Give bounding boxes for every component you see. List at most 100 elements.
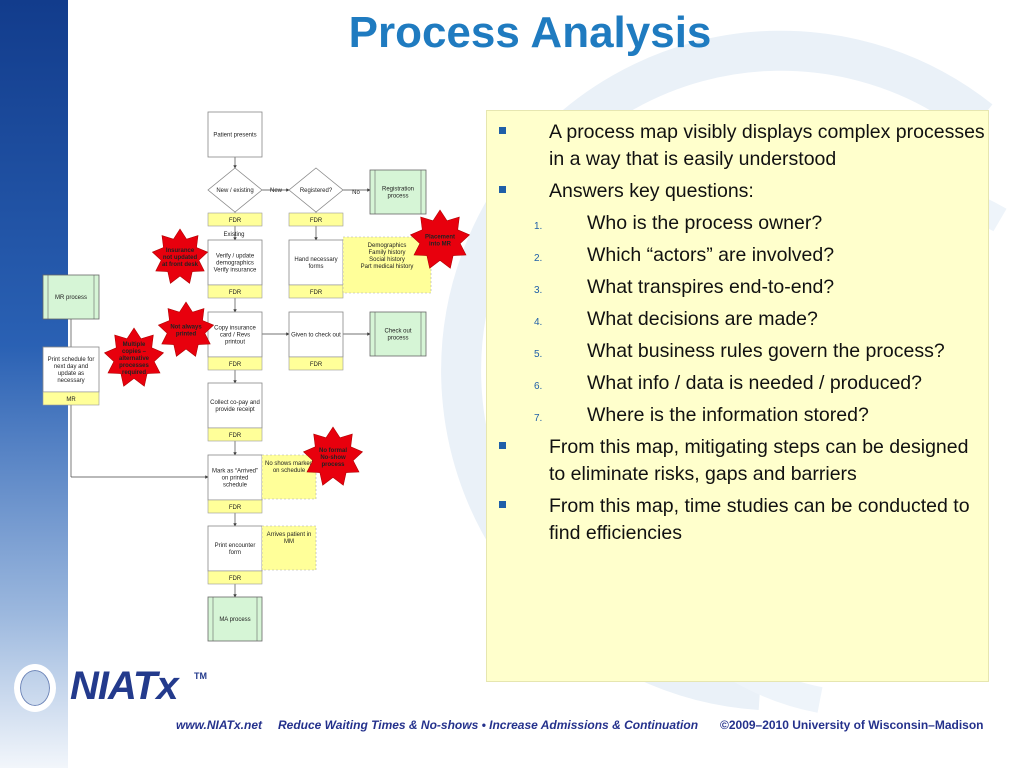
footer-copyright: ©2009–2010 University of Wisconsin–Madis… (720, 718, 984, 732)
key-points-panel: A process map visibly displays complex p… (486, 110, 989, 682)
role-tag (288, 356, 344, 371)
subprocess-box (207, 596, 263, 642)
numbered-item: 7. Where is the information stored? (487, 402, 987, 429)
role-tag-label: FDR (229, 218, 242, 224)
numbered-item: 3. What transpires end-to-end? (487, 274, 987, 301)
bullet-text: What transpires end-to-end? (587, 276, 835, 298)
role-tag-label: FDR (310, 290, 323, 296)
decision-label: Registered? (300, 188, 333, 194)
annotation-note (261, 454, 317, 500)
niatx-logo-ring (14, 664, 56, 712)
role-tag (207, 356, 263, 371)
process-box (42, 346, 100, 393)
subprocess-box (369, 169, 427, 215)
decision-label: New / existing (216, 188, 253, 194)
decision-diamond (207, 167, 263, 213)
bullet-text: From this map, time studies can be condu… (549, 495, 970, 544)
niatx-logo-text: NIATx (70, 664, 179, 708)
role-tag-label: FDR (229, 576, 242, 582)
role-tag-label: FDR (229, 433, 242, 439)
issue-burst (151, 228, 209, 284)
role-tag (207, 427, 263, 442)
decision-diamond (288, 167, 344, 213)
role-tag (207, 284, 263, 299)
process-box (207, 525, 263, 572)
issue-burst (302, 426, 364, 486)
bullet-text: Which “actors” are involved? (587, 244, 835, 266)
annotation-note (261, 525, 317, 571)
bullet-text: Answers key questions: (549, 180, 754, 202)
process-box (207, 382, 263, 429)
connector-label: Existing (223, 232, 244, 238)
numbered-item: 4. What decisions are made? (487, 306, 987, 333)
role-tag-label: FDR (229, 505, 242, 511)
issue-burst (409, 209, 471, 269)
role-tag (207, 212, 263, 227)
numbered-item: 1.Who is the process owner? (487, 210, 987, 237)
bullet-list: A process map visibly displays complex p… (487, 119, 987, 552)
process-box (288, 311, 344, 358)
issue-burst (103, 327, 165, 387)
role-tag (42, 391, 100, 406)
item-number: 5. (534, 349, 543, 360)
subprocess-box (369, 311, 427, 357)
bullet-item: From this map, mitigating steps can be d… (487, 434, 987, 488)
bullet-item: Answers key questions: (487, 178, 987, 205)
bullet-square-icon (499, 186, 506, 193)
process-box-label: Given to check out (291, 333, 341, 339)
bullet-square-icon (499, 501, 506, 508)
item-number: 2. (534, 253, 543, 264)
process-box (207, 239, 263, 286)
bullet-square-icon (499, 127, 506, 134)
bullet-text: A process map visibly displays complex p… (549, 121, 985, 170)
role-tag (207, 570, 263, 585)
role-tag-label: FDR (229, 290, 242, 296)
bullet-item: A process map visibly displays complex p… (487, 119, 987, 173)
item-number: 6. (534, 381, 543, 392)
process-box (207, 311, 263, 358)
role-tag-label: FDR (229, 362, 242, 368)
bullet-text: What business rules govern the process? (587, 340, 945, 362)
bullet-square-icon (499, 442, 506, 449)
item-number: 1. (534, 221, 543, 232)
role-tag (207, 499, 263, 514)
footer-tagline: Reduce Waiting Times & No-shows • Increa… (278, 718, 699, 732)
role-tag-label: FDR (310, 218, 323, 224)
subprocess-box (42, 274, 100, 320)
role-tag-label: FDR (310, 362, 323, 368)
subprocess-box-label: MA process (219, 617, 250, 623)
numbered-item: 5. What business rules govern the process… (487, 338, 987, 365)
process-box-label: Patient presents (213, 133, 256, 139)
connector-label: No (352, 190, 360, 196)
process-box (207, 111, 263, 158)
item-number: 3. (534, 285, 543, 296)
bullet-text: What decisions are made? (587, 308, 818, 330)
numbered-item: 2. Which “actors” are involved? (487, 242, 987, 269)
bullet-text: What info / data is needed / produced? (587, 372, 922, 394)
role-tag-label: MR (66, 397, 76, 403)
bullet-text: From this map, mitigating steps can be d… (549, 436, 969, 485)
subprocess-box-label: MR process (55, 295, 87, 301)
bullet-text: Where is the information stored? (587, 404, 869, 426)
item-number: 7. (534, 413, 543, 424)
footer-url[interactable]: www.NIATx.net (176, 718, 263, 732)
process-box (207, 454, 263, 501)
bullet-item: From this map, time studies can be condu… (487, 493, 987, 547)
item-number: 4. (534, 317, 543, 328)
issue-burst (157, 301, 215, 357)
